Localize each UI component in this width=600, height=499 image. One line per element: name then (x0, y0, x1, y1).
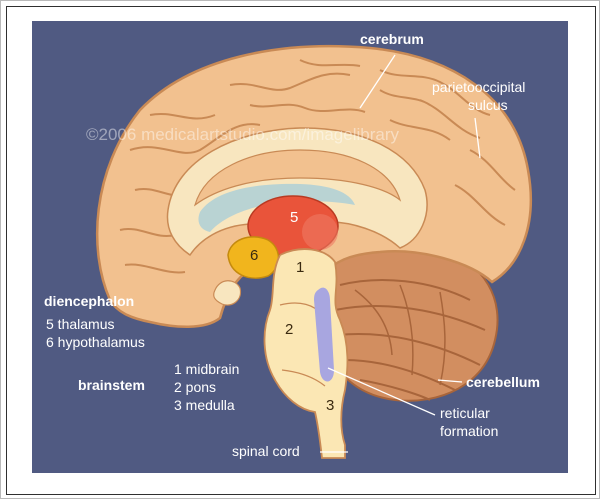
label-diencephalon: diencephalon (44, 293, 134, 309)
region-number-medulla: 3 (326, 397, 334, 414)
label-midbrain-item: 1 midbrain (174, 361, 239, 377)
label-parietooccipital: parietooccipital (432, 79, 525, 95)
label-thalamus-item: 5 thalamus (46, 316, 114, 332)
label-pons-item: 2 pons (174, 379, 216, 395)
ventricle (198, 183, 355, 232)
label-spinal-cord: spinal cord (232, 443, 300, 459)
reticular-formation (314, 287, 334, 382)
label-cerebrum: cerebrum (360, 31, 424, 47)
region-number-midbrain: 1 (296, 259, 304, 276)
cerebellum-leader (437, 379, 463, 383)
cerebrum-leader (359, 54, 396, 109)
reticular-leader (327, 367, 436, 416)
region-number-hypothalamus: 6 (250, 247, 258, 264)
label-sulcus: sulcus (468, 97, 508, 113)
region-number-pons: 2 (285, 321, 293, 338)
label-cerebellum: cerebellum (466, 374, 540, 390)
watermark: ©2006 medicalartstudio.com/imagelibrary (86, 125, 399, 144)
parieto-leader (474, 117, 481, 159)
label-reticular: reticular (440, 405, 490, 421)
region-number-thalamus: 5 (290, 209, 298, 226)
label-brainstem: brainstem (78, 377, 145, 393)
label-formation: formation (440, 423, 498, 439)
label-hypothalamus-item: 6 hypothalamus (46, 334, 145, 350)
label-medulla-item: 3 medulla (174, 397, 235, 413)
